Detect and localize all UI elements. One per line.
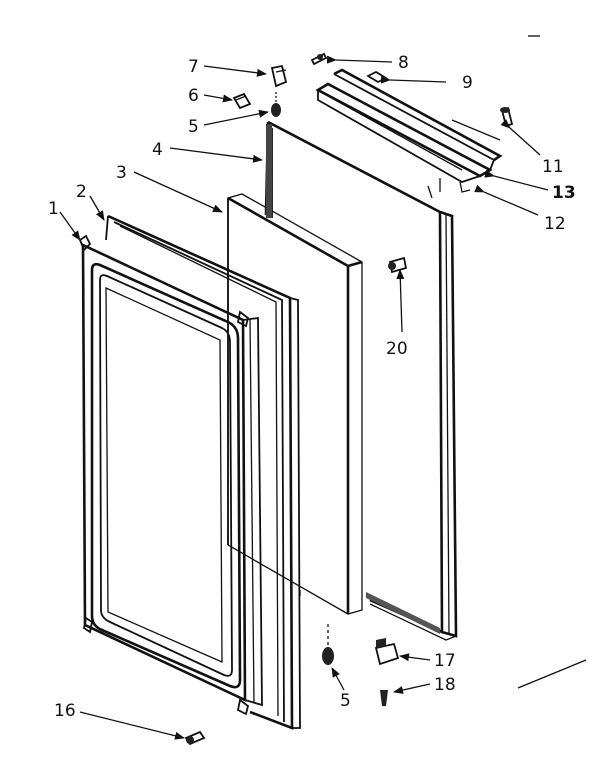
callout-12: 12 xyxy=(544,214,566,234)
door-gasket-part xyxy=(105,214,301,730)
screw-part-8 xyxy=(310,52,328,66)
insulation-panel-part xyxy=(227,193,363,615)
callout-17: 17 xyxy=(434,651,456,671)
callout-8: 8 xyxy=(398,53,409,73)
plug-part-20 xyxy=(388,256,408,274)
screw-part-16 xyxy=(184,730,206,746)
callout-1: 1 xyxy=(48,199,59,219)
callout-3: 3 xyxy=(116,163,127,183)
hinge-part-7 xyxy=(270,64,288,88)
leader-lines xyxy=(59,55,549,740)
callout-7: 7 xyxy=(188,57,199,77)
callout-labels: 7 8 6 9 5 4 11 3 13 2 12 1 20 17 18 5 16 xyxy=(48,53,576,721)
callout-11: 11 xyxy=(542,157,564,177)
bottom-hinge-part-17 xyxy=(374,638,400,666)
bushing-part-5-top xyxy=(271,92,281,117)
callout-13: 13 xyxy=(552,183,576,203)
callout-4: 4 xyxy=(152,140,163,160)
callout-2: 2 xyxy=(76,182,87,202)
hinge-pad-part xyxy=(366,70,388,84)
callout-5-bottom: 5 xyxy=(340,691,351,711)
screw-part-18 xyxy=(380,690,388,706)
bushing-part-5-bottom xyxy=(322,624,334,665)
callout-16: 16 xyxy=(54,701,76,721)
callout-20: 20 xyxy=(386,339,408,359)
outer-door-part xyxy=(78,234,263,716)
callout-6: 6 xyxy=(188,86,199,106)
stray-mark-2 xyxy=(517,659,587,689)
inner-liner-part xyxy=(264,120,458,641)
spacer-part-6 xyxy=(232,92,252,110)
callout-18: 18 xyxy=(434,675,456,695)
callout-9: 9 xyxy=(462,73,473,93)
callout-5-top: 5 xyxy=(188,117,199,137)
